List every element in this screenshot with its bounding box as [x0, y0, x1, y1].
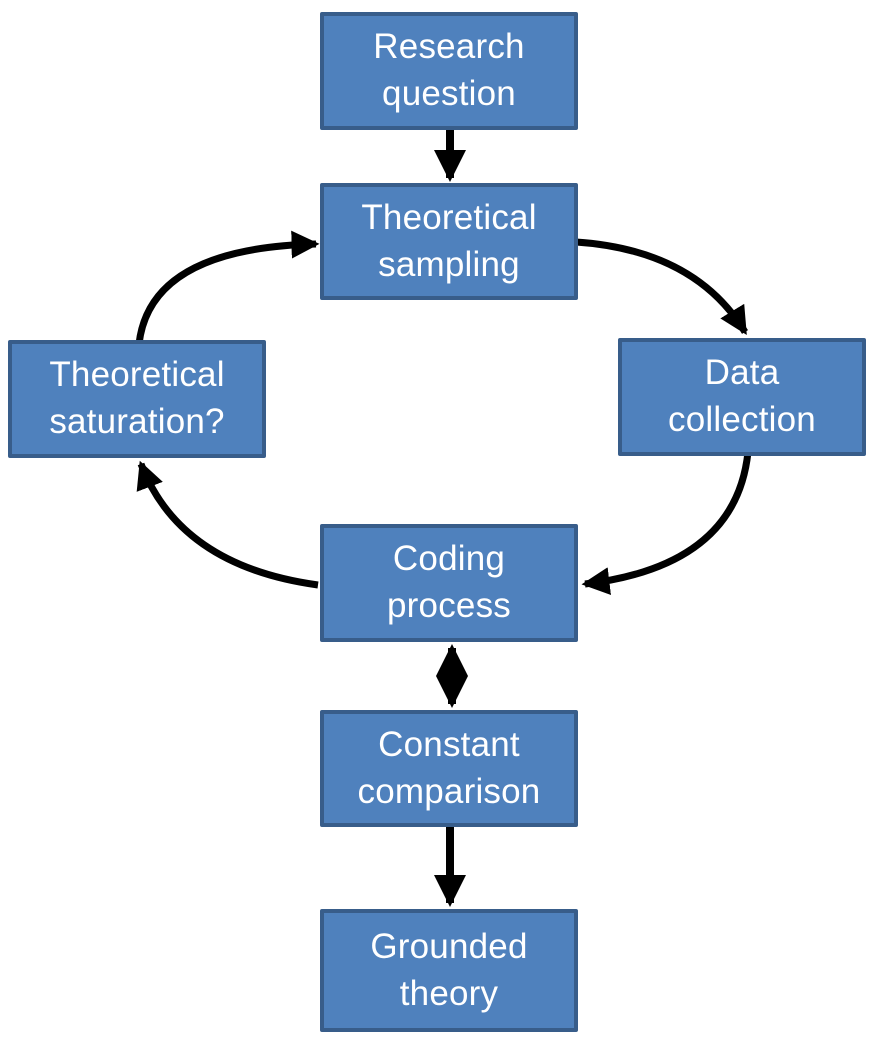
arrow-theoretical-saturation-to-theoretical-sampling	[135, 230, 320, 345]
arrow-theoretical-sampling-to-data-collection	[575, 238, 748, 335]
node-constant-comparison-label: Constant comparison	[357, 724, 541, 811]
node-constant-comparison: Constant comparison	[320, 710, 578, 827]
node-theoretical-sampling-label: Theoretical sampling	[361, 197, 537, 284]
node-grounded-theory-label: Grounded theory	[370, 926, 528, 1013]
node-research-question-label: Research question	[373, 27, 525, 113]
arrow-data-collection-to-coding-process	[581, 451, 752, 595]
node-theoretical-sampling: Theoretical sampling	[320, 183, 578, 300]
node-theoretical-saturation: Theoretical saturation?	[8, 340, 266, 458]
node-data-collection: Data collection	[618, 338, 866, 456]
node-theoretical-saturation-label: Theoretical saturation?	[49, 355, 225, 441]
node-grounded-theory: Grounded theory	[320, 909, 578, 1032]
node-research-question: Research question	[320, 12, 578, 130]
node-coding-process: Coding process	[320, 524, 578, 642]
node-data-collection-label: Data collection	[668, 353, 816, 439]
node-coding-process-label: Coding process	[387, 539, 511, 625]
arrow-coding-process-to-theoretical-saturation	[136, 460, 319, 589]
